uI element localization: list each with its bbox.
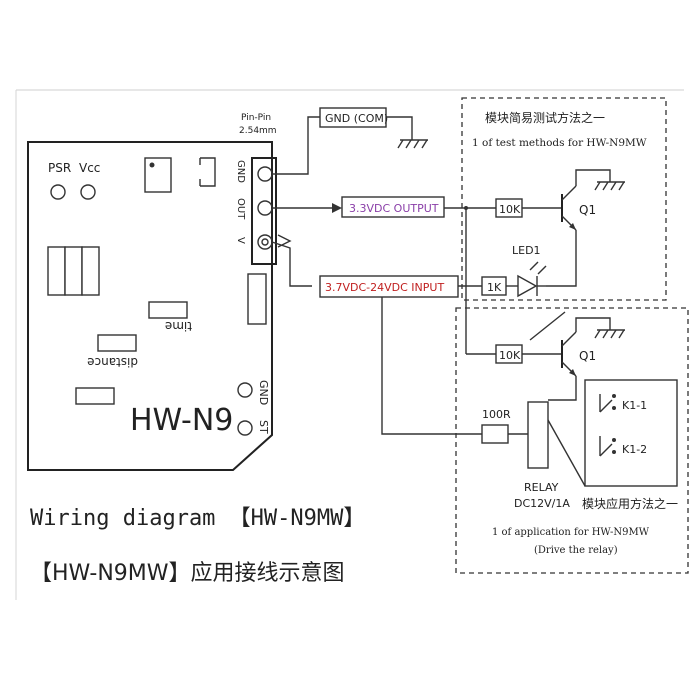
led-label: LED1	[512, 244, 541, 257]
test-q1-collector	[575, 169, 611, 186]
app-title-en: 1 of application for HW-N9MW	[492, 527, 650, 538]
gnd-com-label: GND (COM)	[325, 112, 388, 125]
psr-pad	[50, 184, 66, 200]
relay-coil	[527, 401, 549, 469]
relay-contacts-box	[584, 379, 678, 487]
gnd2-label: GND	[257, 380, 270, 405]
pin-header: GND OUT V	[235, 157, 277, 265]
test-transistor	[561, 185, 577, 231]
gnd2-pad	[237, 382, 253, 398]
pin-pitch-label: 2.54mm	[239, 126, 277, 136]
st-pad	[237, 420, 253, 436]
model-name: HW-N9	[130, 403, 233, 438]
vcc-label: Vcc	[79, 161, 100, 175]
app-title-en2: (Drive the relay)	[534, 545, 618, 556]
relay-spec: DC12V/1A	[514, 497, 570, 510]
test-title-cn: 模块简易测试方法之一	[485, 110, 605, 125]
gnd-pin-label: GND	[235, 160, 246, 183]
gnd-wire	[272, 116, 320, 175]
k1-1-label: K1-1	[622, 399, 647, 412]
input-to-100r	[381, 297, 482, 435]
distance-pad	[97, 334, 137, 352]
k1-2-label: K1-2	[622, 443, 647, 456]
app-title-cn: 模块应用方法之一	[582, 496, 678, 511]
application-box	[455, 307, 689, 574]
pin-pin-label: Pin-Pin	[241, 113, 271, 123]
st-label: ST	[257, 420, 270, 434]
relay-link-line	[547, 419, 586, 487]
relay-trigger-line	[529, 311, 566, 341]
side-pad	[247, 273, 267, 325]
small-pad	[75, 387, 115, 405]
relay-100r-resistor	[481, 424, 509, 444]
input-label: 3.7VDC-24VDC INPUT	[325, 281, 444, 294]
test-1k-label: 1K	[487, 281, 502, 294]
test-q1-label: Q1	[579, 203, 596, 217]
time-pad	[148, 301, 188, 319]
caption-line-2: 【HW-N9MW】应用接线示意图	[30, 561, 345, 586]
v-pin-label: V	[235, 237, 246, 244]
app-q1-label: Q1	[579, 349, 596, 363]
out-pin-label: OUT	[235, 198, 246, 220]
triple-block-component	[47, 246, 100, 296]
output-box	[341, 196, 445, 218]
caption-line-1: Wiring diagram 【HW-N9MW】	[30, 506, 365, 531]
distance-label: distance	[87, 355, 138, 369]
relay-label: RELAY	[524, 481, 559, 494]
module-board: PSR Vcc time distance HW-N9 GND ST	[27, 141, 273, 471]
app-transistor	[561, 331, 577, 377]
ground-symbol-3	[594, 329, 625, 339]
vcc-pad	[80, 184, 96, 200]
test-method-box	[461, 97, 667, 301]
gnd-com-lead	[386, 116, 413, 140]
ground-symbol-2	[594, 181, 625, 191]
time-label: time	[165, 319, 192, 333]
app-10k-label: 10K	[499, 349, 521, 362]
input-wire	[271, 241, 312, 287]
contact-k1-1	[599, 394, 616, 413]
test-emitter-to-led	[546, 230, 577, 287]
led-symbol	[517, 261, 547, 298]
test-10k-label: 10K	[499, 203, 521, 216]
input-arrow	[277, 234, 292, 248]
app-emitter-to-relay	[548, 376, 577, 401]
psr-label: PSR	[48, 161, 71, 175]
contact-k1-2	[599, 436, 616, 457]
app-q1-collector	[575, 317, 611, 332]
output-label: 3.3VDC OUTPUT	[349, 202, 439, 215]
ground-symbol-1	[397, 139, 428, 149]
relay-100r-label: 100R	[482, 408, 511, 421]
test-title-en: 1 of test methods for HW-N9MW	[472, 137, 647, 149]
bracket-component	[199, 157, 216, 187]
chip-ic	[144, 157, 172, 193]
output-arrow	[332, 203, 342, 213]
